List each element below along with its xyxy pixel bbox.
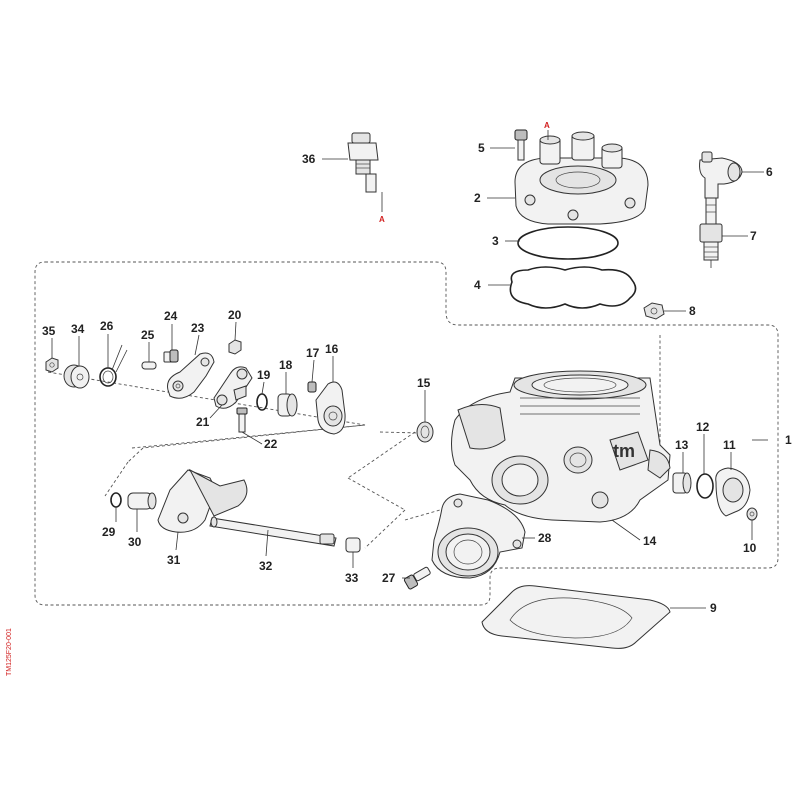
part-34-pulley	[63, 364, 90, 389]
label-8: 8	[689, 304, 696, 318]
label-35: 35	[42, 324, 56, 338]
alignment-guides	[47, 335, 661, 549]
label-26: 26	[100, 319, 114, 333]
label-25: 25	[141, 328, 155, 342]
part-14-cylinder-block: tm	[451, 370, 671, 523]
label-15: 15	[417, 376, 431, 390]
reference-mark-top: A	[544, 121, 550, 130]
label-28: 28	[538, 531, 552, 545]
label-10: 10	[743, 541, 757, 555]
part-33-bushing	[345, 537, 361, 553]
label-11: 11	[723, 438, 736, 452]
part-17-screw	[307, 381, 317, 393]
part-29-ring	[110, 492, 122, 508]
part-12-o-ring	[696, 473, 714, 499]
part-31-valve-lever	[157, 468, 248, 533]
part-36-sensor	[347, 132, 383, 212]
part-13-bush	[672, 472, 692, 494]
label-19: 19	[257, 368, 271, 382]
part-8-nut	[643, 302, 665, 320]
label-4: 4	[474, 278, 481, 292]
label-2: 2	[474, 191, 481, 205]
part-21-rocker-arm	[213, 366, 253, 409]
label-6: 6	[766, 165, 773, 179]
label-21: 21	[196, 415, 210, 429]
part-2-cylinder-head	[514, 131, 649, 225]
label-12: 12	[696, 420, 710, 434]
brand-logo: tm	[613, 441, 635, 461]
drawing-code: TM125F20-001	[6, 628, 13, 676]
label-29: 29	[102, 525, 116, 539]
part-24-screw	[163, 349, 179, 363]
label-36: 36	[302, 152, 316, 166]
part-5-bolt	[514, 129, 528, 161]
label-9: 9	[710, 601, 717, 615]
label-30: 30	[128, 535, 142, 549]
part-32-shaft	[209, 516, 337, 547]
label-24: 24	[164, 309, 178, 323]
label-23: 23	[191, 321, 205, 335]
label-13: 13	[675, 438, 689, 452]
label-5: 5	[478, 141, 485, 155]
label-3: 3	[492, 234, 499, 248]
label-34: 34	[71, 322, 85, 336]
part-18-bushing	[277, 393, 298, 417]
part-28-intake-manifold	[431, 493, 526, 579]
reference-mark-bottom: A	[379, 215, 385, 224]
part-25-pin	[141, 361, 157, 370]
label-14: 14	[643, 534, 657, 548]
part-6-spark-plug-cap	[699, 151, 743, 199]
part-3-o-ring	[517, 226, 619, 260]
part-15-seal	[416, 421, 434, 443]
label-18: 18	[279, 358, 293, 372]
part-7-spark-plug	[699, 197, 723, 268]
label-33: 33	[345, 571, 359, 585]
part-number-labels: 1 2 3 4 5 6 7 8 9 10 11 12 13 14 15 16 1…	[42, 141, 792, 615]
label-1: 1	[785, 433, 792, 447]
part-9-base-gasket	[481, 585, 671, 649]
part-4-head-gasket	[509, 266, 637, 309]
label-31: 31	[167, 553, 181, 567]
leader-lines	[51, 130, 768, 609]
label-7: 7	[750, 229, 757, 243]
part-23-lever	[167, 352, 215, 399]
label-27: 27	[382, 571, 396, 585]
part-20-nut	[228, 339, 242, 355]
label-17: 17	[306, 346, 320, 360]
part-26-spring	[99, 344, 128, 387]
label-32: 32	[259, 559, 273, 573]
part-11-side-cover	[715, 467, 751, 517]
label-22: 22	[264, 437, 278, 451]
part-35-nut	[45, 357, 59, 373]
part-27-screw	[403, 566, 431, 590]
part-30-spacer	[127, 492, 157, 510]
part-16-flange	[315, 381, 346, 435]
part-22-bolt	[236, 407, 248, 433]
label-16: 16	[325, 342, 339, 356]
label-20: 20	[228, 308, 242, 322]
assembly-group-outline	[34, 261, 779, 606]
part-10-washer	[746, 507, 758, 521]
